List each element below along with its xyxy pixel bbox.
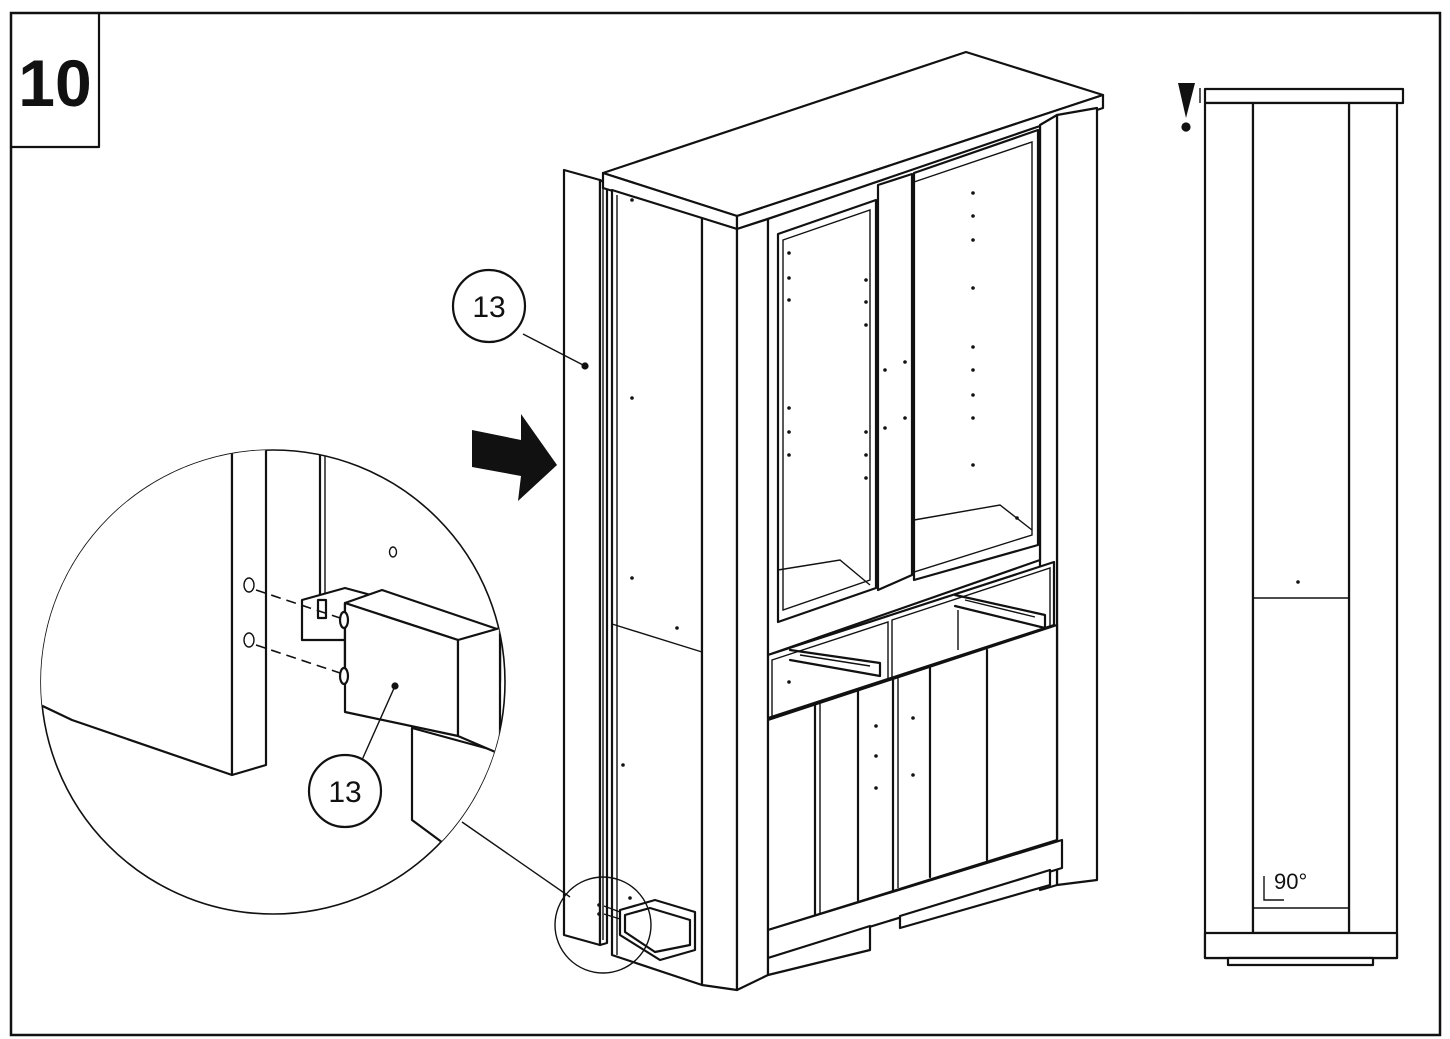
detail-leader-line [461, 821, 571, 898]
shelf-pin-holes [621, 191, 1019, 767]
right-angle-marker: 90° [1263, 869, 1307, 901]
side-panel-part-13 [562, 168, 609, 947]
angle-label: 90° [1274, 869, 1307, 894]
cabinet-top [601, 50, 1105, 231]
callout-part-13-main: 13 [451, 268, 589, 370]
side-elevation-view: ! 90° [1178, 9, 1405, 967]
step-number-box: 10 [9, 11, 101, 149]
front-right-post [1055, 106, 1099, 887]
connector-block-main [597, 896, 697, 962]
exclamation-icon: ! [1178, 9, 1195, 132]
cabinet-plinth [766, 838, 1064, 977]
cabinet-left-side [610, 188, 704, 987]
lower-doors [766, 623, 1059, 932]
page-border [9, 11, 1442, 1037]
step-number: 10 [18, 46, 91, 120]
callout-label-main: 13 [472, 291, 505, 324]
callout-part-13-detail: 13 [307, 685, 396, 829]
detail-magnifier: 13 [40, 449, 652, 974]
warning-symbol: ! [1186, 9, 1187, 11]
callout-label-detail: 13 [328, 776, 361, 809]
detail-target-circle [554, 876, 652, 974]
cabinet-main-view: 13 [451, 50, 1105, 992]
front-left-post [700, 216, 739, 992]
arrow-right-icon [472, 414, 557, 501]
